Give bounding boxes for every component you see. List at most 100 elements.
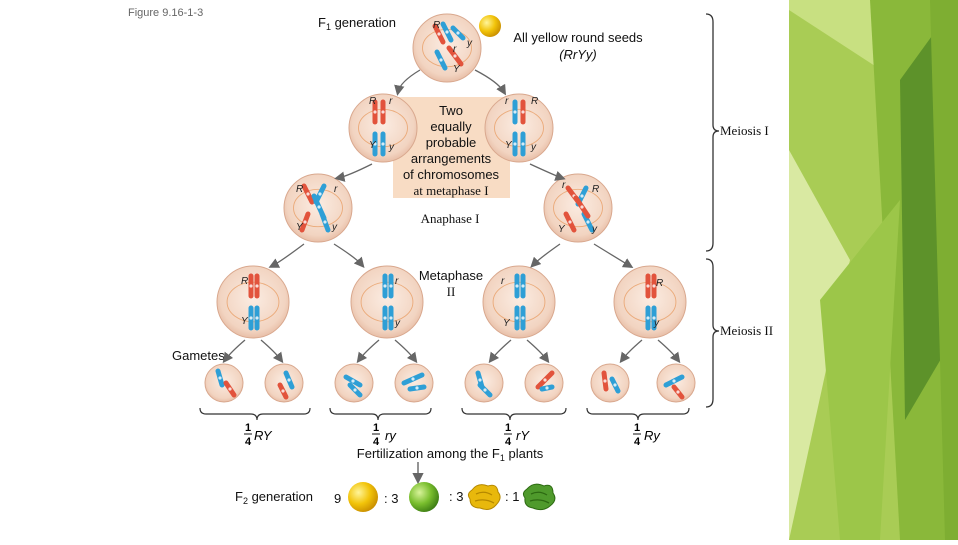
- allele-label-Y: Y: [369, 140, 377, 151]
- gamete-braces: [199, 407, 690, 421]
- ratio-yellow-round: 9: [334, 491, 341, 506]
- arrows-layer: [222, 69, 681, 364]
- allele-label-R: R: [241, 276, 248, 287]
- meiosis2-label: Meiosis II: [720, 323, 773, 338]
- allele-label-y: y: [653, 318, 660, 329]
- allele-label-Y: Y: [241, 316, 249, 327]
- svg-text:4: 4: [373, 436, 380, 448]
- f2-generation-label: F2 generation: [235, 489, 313, 506]
- allele-label-r: r: [395, 276, 399, 287]
- arrow-meta-right: [529, 163, 566, 181]
- allele-label-R: R: [433, 20, 440, 31]
- allele-label-R: R: [296, 184, 303, 195]
- arrow-ana-left-1: [268, 243, 305, 268]
- f1-seeds-text-line1: All yellow round seeds: [513, 30, 643, 45]
- svg-text:arrangements: arrangements: [411, 151, 492, 166]
- meiosis1-brace: [705, 13, 720, 252]
- metaphase2-cell-4: Ry: [613, 265, 687, 339]
- gamete-1: [204, 363, 244, 403]
- arrow-f1-right: [474, 69, 507, 96]
- allele-label-r: r: [562, 180, 566, 191]
- arrow-ana-left-2: [333, 243, 365, 268]
- gamete-3: [334, 363, 374, 403]
- meiosis1-label: Meiosis I: [720, 123, 769, 138]
- gametes-label: Gametes: [172, 348, 225, 363]
- allele-label-r: r: [453, 44, 457, 55]
- allele-label-r: r: [501, 276, 505, 287]
- gamete-type-Ry: 1 4 Ry: [633, 422, 661, 448]
- green-wrinkled-seed: [522, 483, 556, 511]
- arrow-gamete-left-4: [619, 339, 643, 364]
- gamete-type-rY-upper: 1 4 RY: [244, 422, 273, 448]
- arrow-ana-right-1: [530, 243, 561, 268]
- svg-text:equally: equally: [430, 119, 472, 134]
- allele-label-r: r: [334, 184, 338, 195]
- gametes-layer: [204, 363, 696, 403]
- gamete-6: [524, 363, 564, 403]
- allele-label-R: R: [592, 184, 599, 195]
- allele-label-r: r: [389, 96, 393, 107]
- allele-label-y: y: [466, 38, 473, 49]
- arrow-ana-right-2: [593, 243, 634, 269]
- arrow-gamete-right-3: [526, 339, 550, 364]
- svg-text:4: 4: [634, 436, 641, 448]
- f1-seeds-text-line2: (RrYy): [559, 47, 597, 62]
- allele-label-y: y: [530, 142, 537, 153]
- allele-label-Y: Y: [558, 224, 566, 235]
- allele-label-y: y: [331, 222, 338, 233]
- yellow-wrinkled-seed: [467, 484, 501, 510]
- metaphase2-cell-2: ry: [350, 265, 424, 339]
- anaphase-label: Anaphase I: [421, 211, 480, 226]
- meiosis2-brace: [705, 258, 720, 408]
- metaphase2-label-line1: Metaphase: [419, 268, 483, 283]
- svg-text:of chromosomes: of chromosomes: [403, 167, 500, 182]
- gamete-8: [656, 363, 696, 403]
- metaphase2-label-line2: II: [447, 284, 456, 299]
- ratio-yellow-wrinkled: : 3: [449, 489, 463, 504]
- allele-label-y: y: [388, 142, 395, 153]
- allele-label-Y: Y: [296, 222, 304, 233]
- svg-text:at metaphase I: at metaphase I: [413, 183, 488, 198]
- f1-generation-label: F1 generation: [318, 15, 396, 32]
- arrow-f1-left: [394, 69, 421, 96]
- svg-text:4: 4: [505, 436, 512, 448]
- yellow-round-seed: [348, 482, 378, 512]
- svg-text:1: 1: [245, 422, 251, 434]
- gamete-type-ry: 1 4 ry: [372, 422, 397, 448]
- svg-text:4: 4: [245, 436, 252, 448]
- svg-text:Two: Two: [439, 103, 463, 118]
- arrow-gamete-left-1: [222, 339, 246, 364]
- allele-label-y: y: [591, 224, 598, 235]
- allele-label-Y: Y: [503, 318, 511, 329]
- arrangements-text: Two equally probable arrangements of chr…: [403, 103, 500, 198]
- gamete-4: [394, 363, 434, 403]
- svg-text:1: 1: [634, 422, 640, 434]
- allele-label-r: r: [505, 96, 509, 107]
- gamete-genotype-Ry: Ry: [644, 428, 661, 443]
- gamete-2: [264, 363, 304, 403]
- green-round-seed: [409, 482, 439, 512]
- gamete-genotype-rY: rY: [516, 428, 530, 443]
- arrow-meta-left: [334, 163, 373, 182]
- svg-text:1: 1: [373, 422, 379, 434]
- svg-text:probable: probable: [426, 135, 477, 150]
- allele-label-R: R: [369, 96, 376, 107]
- gamete-type-rY: 1 4 rY: [504, 422, 530, 448]
- metaphase2-cell-1: RY: [216, 265, 290, 339]
- svg-text:1: 1: [505, 422, 511, 434]
- allele-label-R: R: [531, 96, 538, 107]
- allele-label-Y: Y: [453, 64, 461, 75]
- arrow-gamete-right-2: [394, 339, 418, 364]
- gamete-genotype-RY: RY: [254, 428, 273, 443]
- arrow-gamete-right-4: [657, 339, 681, 364]
- figure-label: Figure 9.16-1-3: [128, 7, 203, 19]
- gamete-5: [464, 363, 504, 403]
- allele-label-Y: Y: [505, 140, 513, 151]
- arrow-gamete-left-3: [488, 339, 512, 364]
- green-decor-band: [789, 0, 958, 540]
